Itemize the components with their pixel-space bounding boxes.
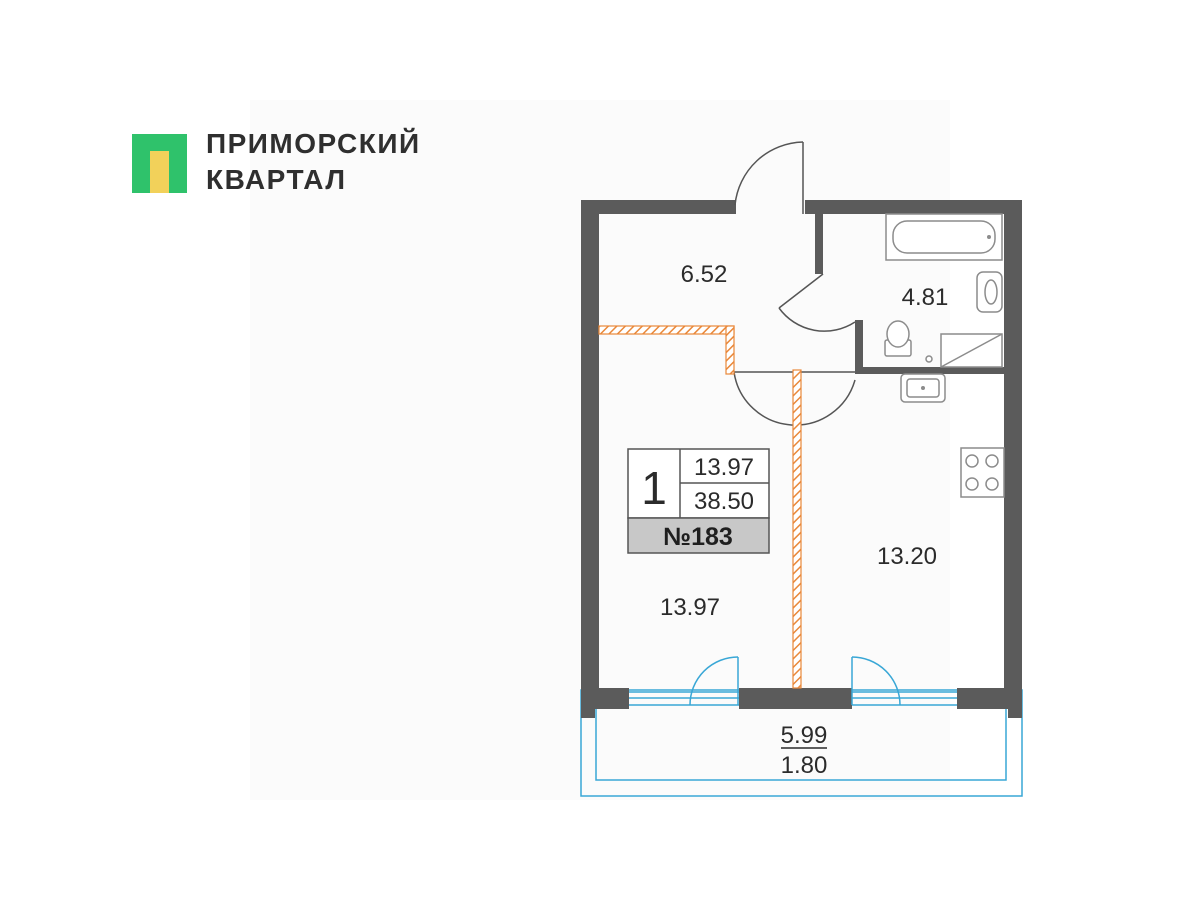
balcony-coefficient: 1.80 [781,752,828,779]
entrance-door [734,141,804,214]
balcony-door-right [851,656,901,706]
brand-name-line1: ПРИМОРСКИЙ [206,128,421,159]
bathtub-icon [885,213,1003,261]
bathroom-area: 4.81 [902,284,949,311]
bathroom-door [778,273,856,332]
bathroom-walls [815,214,1005,374]
bedroom-area: 13.97 [660,594,720,621]
hall-area: 6.52 [681,261,728,288]
kitchen-area: 13.20 [877,543,937,570]
balcony-door-left [689,656,739,706]
exterior-walls [581,200,1022,718]
rooms-count: 1 [641,462,667,514]
washing-machine-icon [940,333,1003,368]
plan-background [250,100,950,800]
logo-icon [132,134,187,193]
toilet-icon [884,320,933,363]
kitchen-sink-icon [900,373,946,403]
living-area: 13.97 [694,454,754,481]
bathroom-sink-icon [976,271,1003,313]
partition-walls [598,325,802,689]
total-area: 38.50 [694,488,754,515]
facade-windows [629,691,957,706]
stove-icon [960,447,1005,498]
brand-name-line2: КВАРТАЛ [206,164,347,195]
apartment-info-box: 1 13.97 38.50 №183 [627,448,770,554]
balcony-area: 5.99 [781,722,828,749]
apartment-number: №183 [663,523,733,551]
